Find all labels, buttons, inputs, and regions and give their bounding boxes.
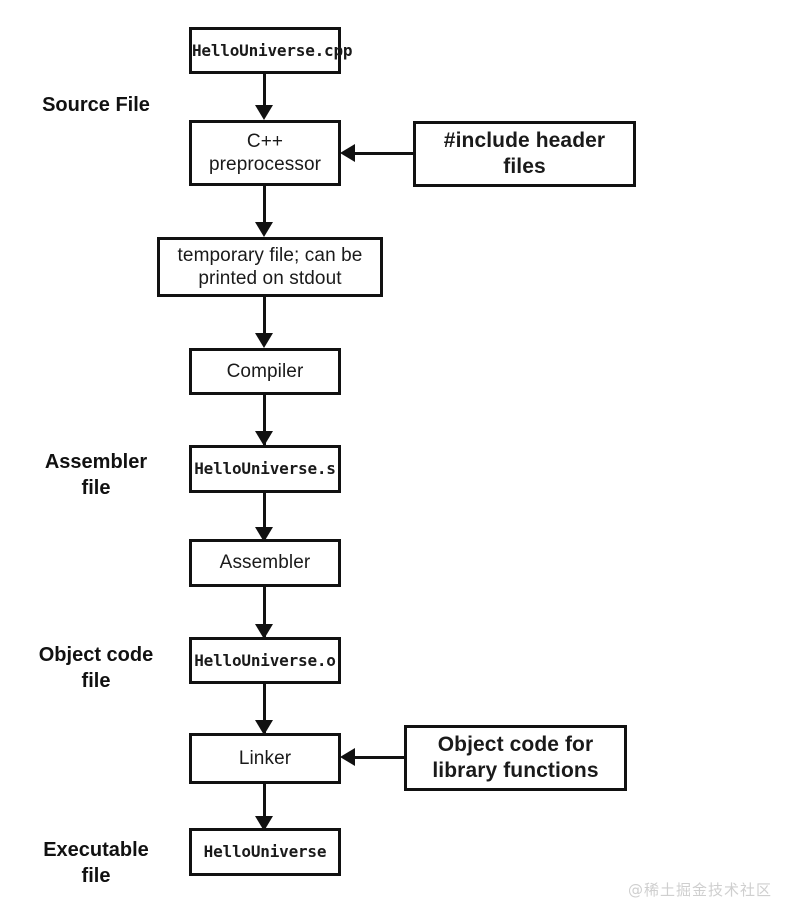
node-compiler[interactable]: Compiler [189, 348, 341, 395]
arrowhead-includeheaders-to-preprocessor [340, 144, 355, 162]
caption-object-code-file: Object code file [38, 644, 154, 692]
node-library-object-code-label: Object code for library functions [432, 733, 599, 782]
arrowhead-assemblyfile-to-assembler [255, 527, 273, 542]
node-temporary-file[interactable]: temporary file; can be printed on stdout [157, 237, 383, 297]
arrowhead-objectfile-to-linker [255, 720, 273, 735]
connector-linker-to-executable [263, 783, 266, 831]
caption-source-file: Source File [42, 94, 150, 116]
arrowhead-assembler-to-objectfile [255, 624, 273, 639]
node-assembler-label: Assembler [219, 552, 311, 574]
node-preprocessor[interactable]: C++ preprocessor [189, 120, 341, 186]
connector-objectfile-to-linker [263, 683, 266, 734]
node-linker-label: Linker [238, 747, 292, 769]
connector-compiler-to-assemblyfile [263, 394, 266, 446]
connector-includeheaders-to-preprocessor [352, 152, 414, 155]
node-include-headers-label: #include header files [443, 129, 606, 178]
node-include-headers[interactable]: #include header files [413, 121, 636, 187]
node-compiler-label: Compiler [226, 360, 304, 382]
node-assembly-file-label: HelloUniverse.s [194, 459, 336, 479]
connector-tempfile-to-compiler [263, 296, 266, 342]
connector-assemblyfile-to-assembler [263, 492, 266, 540]
arrowhead-preprocessor-to-tempfile [255, 222, 273, 237]
node-source-file[interactable]: HelloUniverse.cpp [189, 27, 353, 74]
node-assembly-file[interactable]: HelloUniverse.s [189, 445, 341, 493]
node-temporary-file-label: temporary file; can be printed on stdout [177, 244, 363, 289]
arrowhead-linker-to-executable [255, 816, 273, 831]
watermark: @稀土掘金技术社区 [627, 881, 772, 899]
node-assembler[interactable]: Assembler [189, 539, 341, 587]
node-object-file[interactable]: HelloUniverse.o [189, 637, 341, 684]
connector-assembler-to-objectfile [263, 587, 266, 638]
node-executable[interactable]: HelloUniverse [189, 828, 341, 876]
arrowhead-libraryobjectcode-to-linker [340, 748, 355, 766]
node-executable-label: HelloUniverse [203, 842, 327, 862]
connector-libraryobjectcode-to-linker [352, 756, 406, 759]
node-library-object-code[interactable]: Object code for library functions [404, 725, 627, 791]
connector-source-to-preprocessor [263, 73, 266, 111]
node-object-file-label: HelloUniverse.o [194, 650, 336, 670]
arrowhead-compiler-to-assemblyfile [255, 431, 273, 446]
node-preprocessor-label: C++ preprocessor [208, 130, 322, 175]
arrowhead-source-to-preprocessor [255, 105, 273, 120]
caption-executable-file: Executable file [43, 839, 149, 887]
caption-assembler-file: Assembler file [44, 451, 148, 499]
node-linker[interactable]: Linker [189, 733, 341, 784]
arrowhead-tempfile-to-compiler [255, 333, 273, 348]
node-source-file-label: HelloUniverse.cpp [192, 40, 353, 60]
connector-preprocessor-to-tempfile [263, 185, 266, 230]
